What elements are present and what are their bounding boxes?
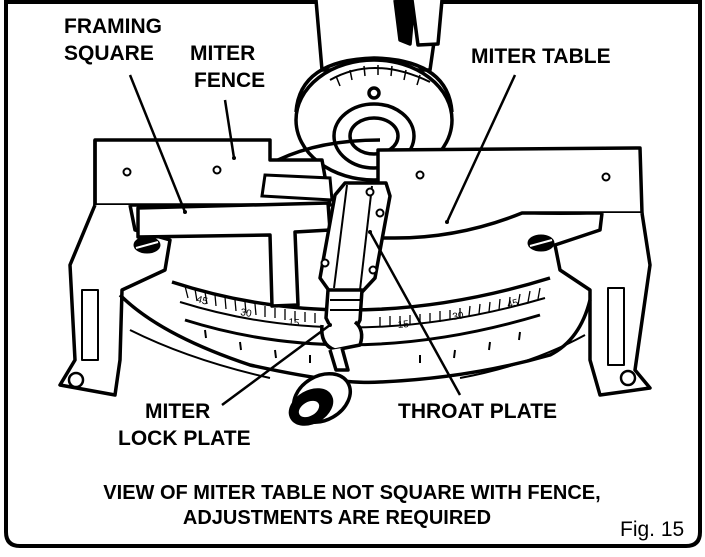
scale-number-right-30: 30: [452, 310, 465, 323]
framing-square: [136, 201, 332, 308]
label-miter-lock-plate-1: MITER: [145, 400, 210, 423]
figure-frame: [4, 0, 702, 548]
caption: VIEW OF MITER TABLE NOT SQUARE WITH FENC…: [103, 482, 600, 529]
label-throat-plate: THROAT PLATE: [398, 400, 557, 423]
leader-throat-plate: [368, 231, 462, 396]
scale-number-right-15: 15: [397, 319, 409, 331]
caption-line-2: ADJUSTMENTS ARE REQUIRED: [183, 507, 491, 529]
callout-labels: FRAMING SQUARE MITER FENCE MITER TABLE M…: [64, 15, 611, 450]
label-framing-square-2: SQUARE: [64, 42, 154, 65]
leader-miter-lock-plate: [221, 323, 331, 407]
fence-clamp: [260, 173, 334, 202]
label-miter-lock-plate-2: LOCK PLATE: [118, 427, 251, 450]
caption-line-1: VIEW OF MITER TABLE NOT SQUARE WITH FENC…: [103, 482, 600, 504]
scale-number-right-45: 45: [506, 297, 520, 310]
scale-numbers: 45 30 15 15 30 45: [195, 294, 520, 331]
label-framing-square-1: FRAMING: [64, 15, 162, 38]
miter-lock-assembly: [288, 288, 364, 426]
leader-ends: [183, 156, 449, 327]
right-table: [376, 146, 644, 240]
turntable-edge: [277, 138, 381, 162]
scale-number-left-45: 45: [195, 294, 209, 307]
throat-plate: [318, 181, 392, 294]
label-miter-fence-2: FENCE: [194, 69, 265, 92]
scale-number-left-15: 15: [288, 317, 301, 329]
leader-framing-square: [128, 74, 187, 213]
base-knobs: [133, 234, 555, 254]
scale-number-left-30: 30: [239, 307, 252, 320]
leader-lines: [128, 74, 517, 407]
leader-miter-fence: [223, 99, 236, 159]
leader-miter-table: [445, 74, 517, 223]
label-miter-fence-1: MITER: [190, 42, 255, 65]
figure-label: Fig. 15: [620, 518, 684, 541]
label-miter-table: MITER TABLE: [471, 45, 611, 68]
